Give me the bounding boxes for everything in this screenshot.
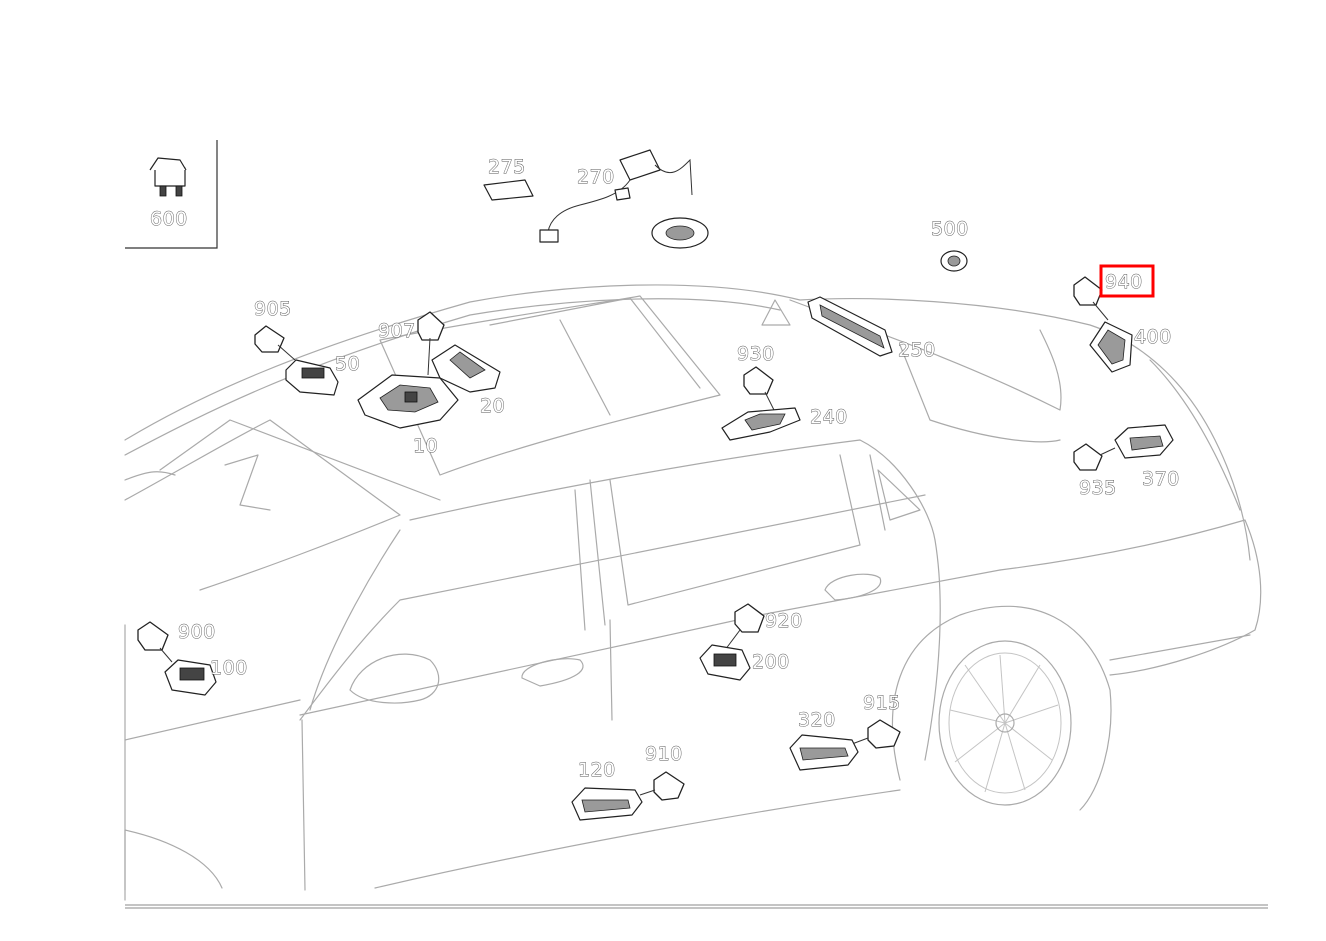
- label-907: 907: [378, 320, 416, 342]
- label-320: 320: [798, 709, 836, 731]
- part-120[interactable]: 120: [571, 759, 643, 821]
- label-200: 200: [752, 651, 790, 673]
- part-250[interactable]: 250: [807, 296, 936, 361]
- label-500: 500: [931, 218, 969, 240]
- part-240[interactable]: 240: [721, 406, 848, 441]
- highlight-box-940: [1099, 264, 1155, 298]
- label-370: 370: [1142, 468, 1180, 490]
- part-900[interactable]: 900: [137, 621, 216, 663]
- part-400[interactable]: 400: [1089, 321, 1172, 373]
- part-930[interactable]: 930: [737, 343, 776, 413]
- label-900: 900: [178, 621, 216, 643]
- part-907[interactable]: 907: [378, 311, 445, 376]
- label-240: 240: [810, 406, 848, 428]
- label-120: 120: [578, 759, 616, 781]
- label-50: 50: [335, 353, 360, 375]
- label-275: 275: [488, 156, 526, 178]
- part-935[interactable]: 935: [1073, 443, 1117, 499]
- part-500[interactable]: 500: [931, 218, 969, 272]
- part-200[interactable]: 200: [699, 644, 790, 681]
- part-905[interactable]: 905: [254, 298, 296, 361]
- part-50[interactable]: 50: [285, 353, 360, 396]
- label-250: 250: [898, 339, 936, 361]
- label-10: 10: [413, 435, 438, 457]
- label-910: 910: [645, 743, 683, 765]
- part-270[interactable]: 270: [539, 149, 709, 249]
- label-920: 920: [765, 610, 803, 632]
- part-20[interactable]: 20: [431, 344, 505, 417]
- part-940[interactable]: 940: [1073, 264, 1155, 321]
- label-935: 935: [1079, 477, 1117, 499]
- part-600[interactable]: 600: [125, 140, 218, 249]
- label-940: 940: [1105, 271, 1143, 293]
- label-905: 905: [254, 298, 292, 320]
- part-275[interactable]: 275: [483, 156, 534, 201]
- part-920[interactable]: 920: [724, 603, 803, 651]
- part-320[interactable]: 320: [789, 709, 859, 771]
- label-930: 930: [737, 343, 775, 365]
- part-910[interactable]: 910: [639, 743, 685, 801]
- label-20: 20: [480, 395, 505, 417]
- label-400: 400: [1134, 326, 1172, 348]
- part-370[interactable]: 370: [1114, 424, 1180, 490]
- label-270: 270: [577, 166, 615, 188]
- part-10[interactable]: 10: [357, 374, 459, 457]
- label-100: 100: [210, 657, 248, 679]
- label-915: 915: [863, 692, 901, 714]
- part-915[interactable]: 915: [851, 692, 901, 749]
- car-body-outline: [124, 284, 1262, 901]
- part-100[interactable]: 100: [164, 657, 248, 696]
- label-600: 600: [150, 208, 188, 230]
